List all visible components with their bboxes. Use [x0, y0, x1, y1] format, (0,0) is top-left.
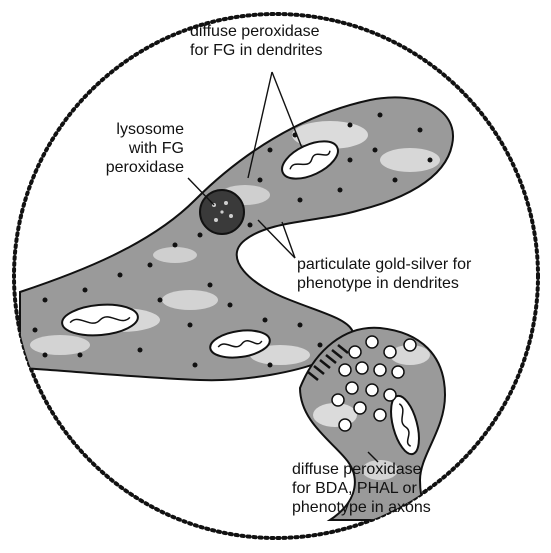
diffuse-bda-label: diffuse peroxidase for BDA, PHAL or phen… [292, 460, 431, 517]
gold-silver-label: particulate gold-silver for phenotype in… [297, 255, 471, 293]
lysosome-label: lysosome with FG peroxidase [72, 120, 184, 177]
diffuse-fg-label: diffuse peroxidase for FG in dendrites [190, 22, 323, 60]
